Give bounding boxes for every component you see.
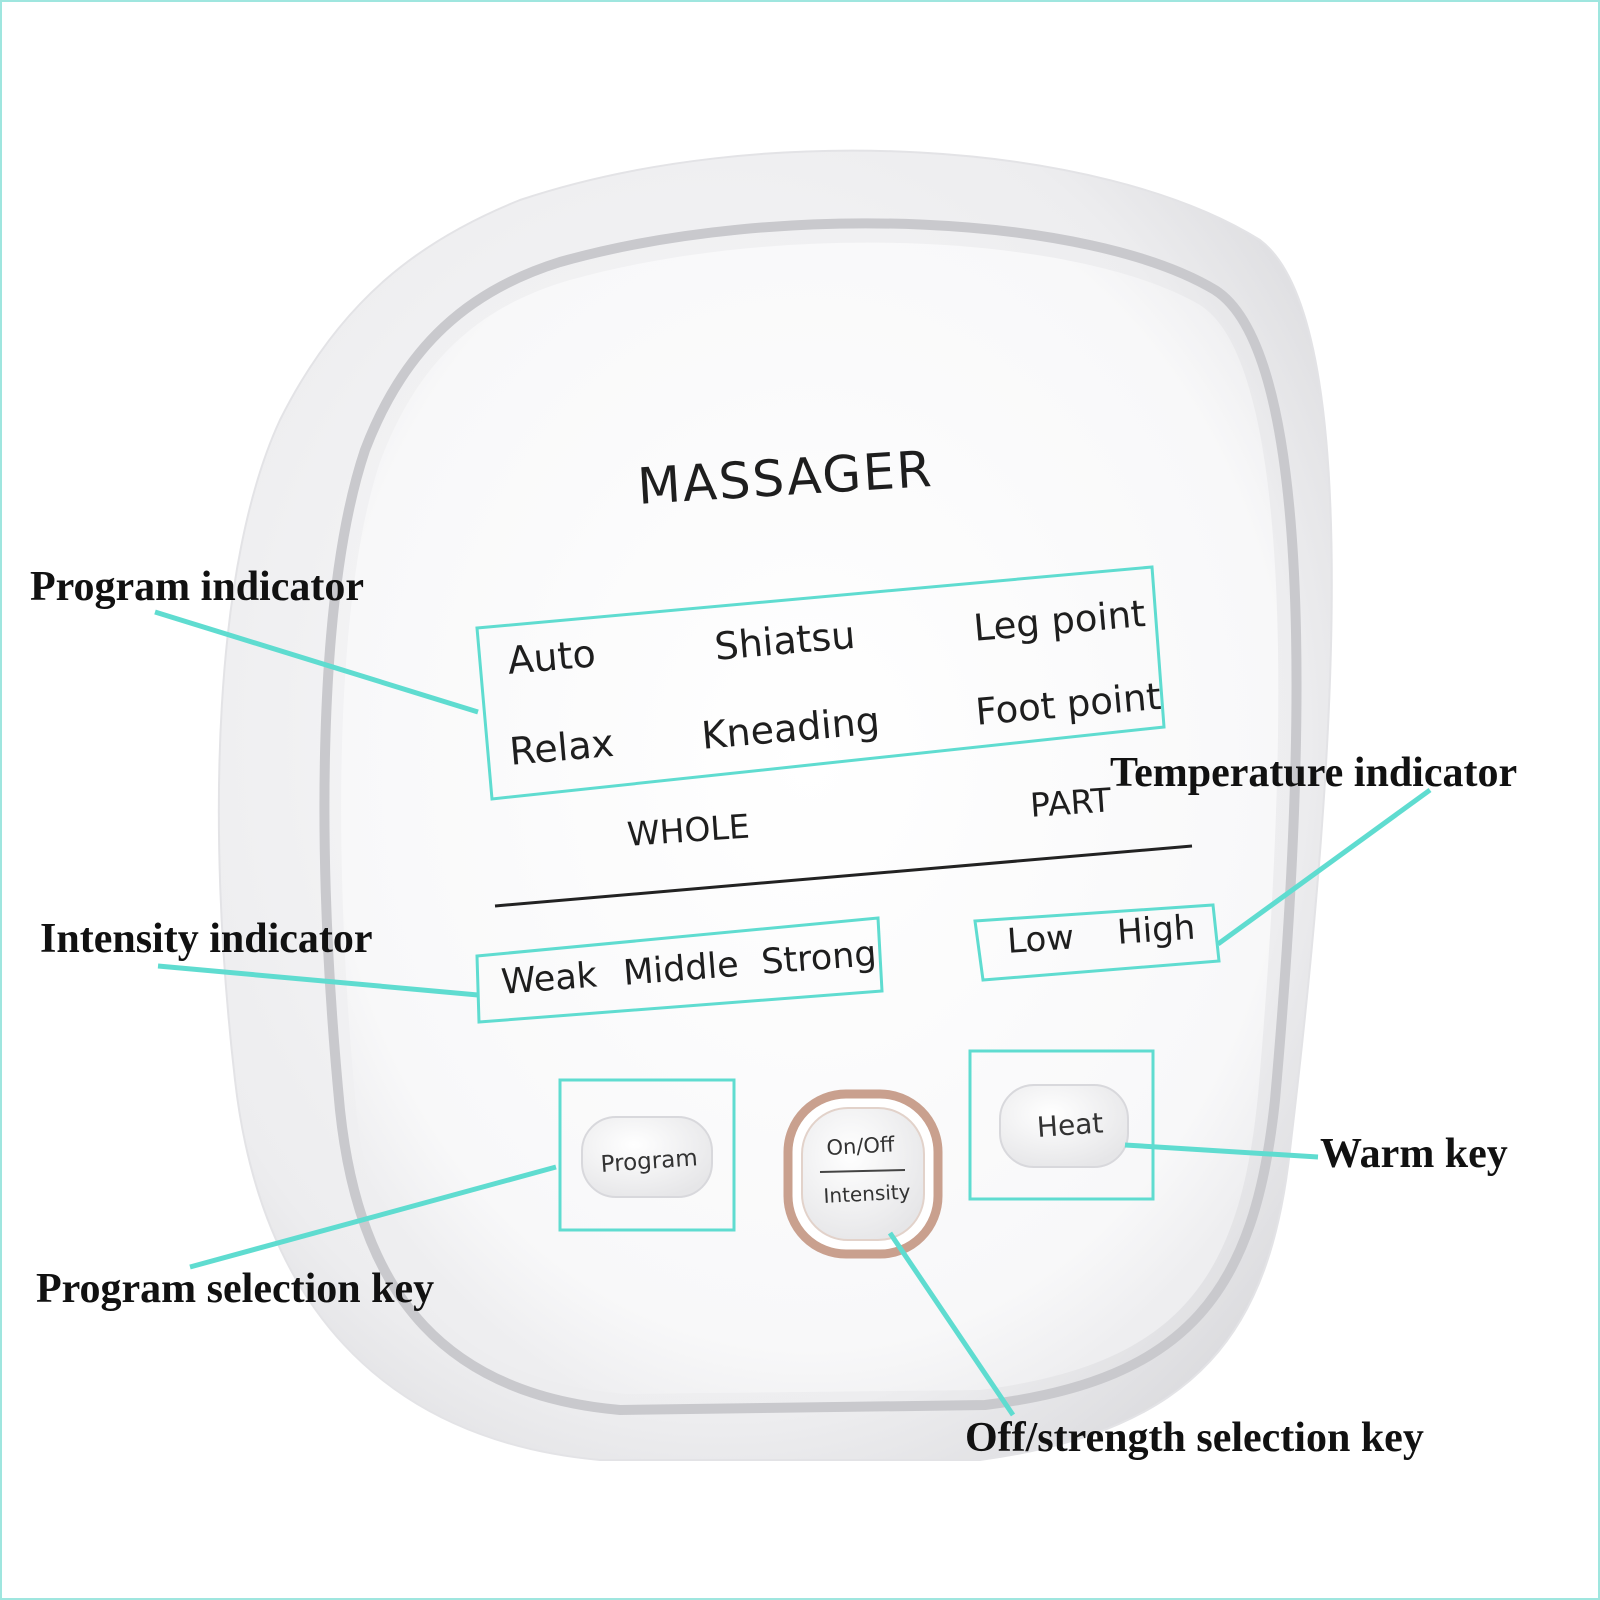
intensity-middle: Middle xyxy=(621,944,741,994)
leader-off-strength-key xyxy=(887,1231,1016,1417)
leader-lines xyxy=(154,609,1432,1417)
leader-program-indicator xyxy=(154,609,479,715)
program-shiatsu: Shiatsu xyxy=(712,612,857,669)
power-key-separator xyxy=(819,1169,906,1173)
callout-temperature-indicator: Temperature indicator xyxy=(1110,750,1518,796)
intensity-indicator-box xyxy=(475,916,884,1024)
power-key-inner xyxy=(801,1107,925,1241)
program-relax: Relax xyxy=(507,720,616,774)
program-indicator-box xyxy=(475,565,1166,801)
intensity-weak: Weak xyxy=(499,955,599,1003)
leader-program-selection-key xyxy=(189,1164,557,1270)
callout-program-indicator: Program indicator xyxy=(30,564,364,610)
program-key-box xyxy=(558,1078,736,1232)
zone-divider xyxy=(494,844,1193,908)
program-key[interactable] xyxy=(581,1116,713,1198)
callout-program-selection-key: Program selection key xyxy=(36,1266,435,1312)
temperature-indicator-box xyxy=(973,903,1221,982)
heat-key-label: Heat xyxy=(1035,1106,1105,1144)
callout-warm-key: Warm key xyxy=(1320,1131,1508,1177)
heat-key-box xyxy=(968,1049,1155,1201)
power-key-label-bottom: Intensity xyxy=(822,1179,912,1208)
device-rim xyxy=(319,218,1302,1416)
temperature-low: Low xyxy=(1005,917,1076,962)
intensity-strong: Strong xyxy=(759,933,878,983)
zone-whole: WHOLE xyxy=(625,806,751,854)
leader-intensity-indicator xyxy=(157,963,479,998)
callout-intensity-indicator: Intensity indicator xyxy=(40,916,373,962)
leader-warm-key xyxy=(1124,1142,1319,1160)
leader-temperature-indicator xyxy=(1216,787,1432,947)
program-auto: Auto xyxy=(505,631,598,683)
callout-off-strength-selection-key: Off/strength selection key xyxy=(965,1415,1424,1461)
power-key-label-top: On/Off xyxy=(825,1132,895,1160)
zone-part: PART xyxy=(1028,780,1113,825)
heat-key[interactable] xyxy=(999,1084,1129,1168)
temperature-high: High xyxy=(1115,907,1197,953)
